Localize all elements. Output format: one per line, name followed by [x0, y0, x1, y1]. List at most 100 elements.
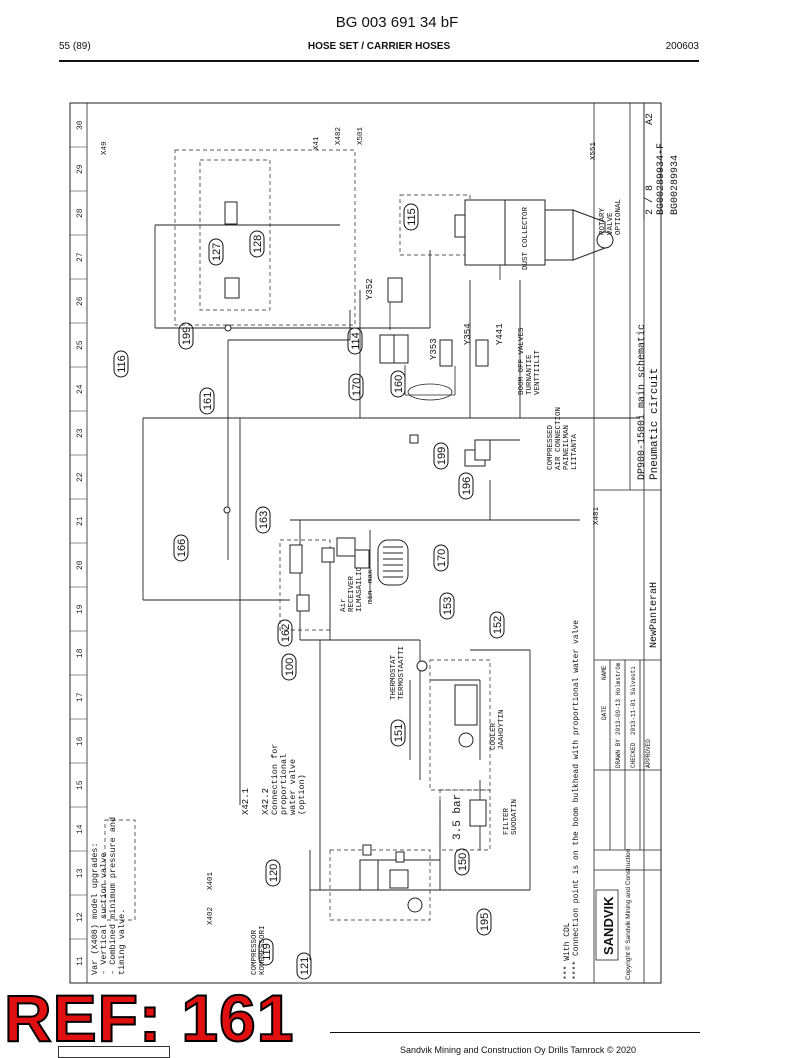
label-x481: X481	[593, 506, 601, 525]
callout-127: 127	[208, 238, 224, 266]
svg-text:199: 199	[436, 447, 448, 465]
var-list-2: - Vertical suction valve	[99, 853, 109, 975]
svg-text:153: 153	[442, 597, 454, 615]
label-compressed-air-2: AIR CONNECTION	[555, 407, 563, 470]
label-y353: Y353	[429, 338, 439, 360]
label-compressed-air-1: COMPRESSED	[547, 424, 555, 470]
label-compressor-2: KOMPRESSORI	[259, 925, 267, 975]
callout-116: 116	[113, 350, 129, 378]
svg-text:150: 150	[457, 853, 469, 871]
note-1: *** With CDL	[563, 922, 572, 980]
tb-row-checked: CHECKED	[630, 742, 637, 768]
label-compressed-air-4: LIITANTA	[571, 433, 579, 470]
callout-161: 161	[199, 387, 215, 415]
column-number: 17	[76, 692, 85, 702]
column-number: 23	[76, 428, 85, 438]
callout-153: 153	[439, 592, 455, 620]
label-x49: X49	[101, 141, 109, 155]
column-number: 15	[76, 780, 85, 790]
label-cooler-2: JAAHDYTIN	[498, 709, 506, 750]
svg-text:115: 115	[406, 208, 418, 226]
label-thermostat-1: THERMOSTAT	[390, 654, 398, 700]
valve-symbols	[223, 199, 614, 913]
svg-text:114: 114	[350, 332, 362, 350]
label-x41: X41	[313, 136, 321, 150]
label-air-receiver-1: Air	[340, 598, 348, 612]
hose-lines	[142, 224, 640, 960]
label-filter-1: FILTER	[503, 807, 511, 835]
callout-196: 196	[458, 472, 474, 500]
tb-row-approved: APPROVED	[645, 739, 652, 768]
tb-head-name: NAME	[601, 665, 608, 680]
callout-195: 195	[476, 908, 492, 936]
label-boom-valves-3: VENTTIILIT	[534, 349, 542, 395]
tb-head-date: DATE	[601, 705, 608, 720]
label-rotary-valve-1: ROTARY	[599, 207, 607, 235]
label-rotary-valve-3: OPTIONAL	[615, 198, 623, 235]
svg-text:127: 127	[211, 243, 223, 261]
svg-text:120: 120	[268, 864, 280, 882]
label-thermostat-2: TERMOSTAATTI	[398, 646, 406, 700]
column-number: 14	[76, 824, 85, 834]
svg-text:121: 121	[299, 957, 311, 975]
label-y352: Y352	[365, 278, 375, 300]
var-list-4: timing valve.	[117, 909, 127, 975]
drawing-number: BG00289934-F	[656, 143, 667, 215]
label-min: min	[367, 590, 375, 604]
label-connection-valve-2: proportional	[279, 754, 289, 815]
section-title: HOSE SET / CARRIER HOSES	[307, 41, 451, 52]
label-pressure: 3.5 bar	[452, 794, 464, 840]
label-connection-valve-4: (option)	[297, 774, 307, 815]
svg-text:160: 160	[393, 375, 405, 393]
label-x482: X482	[335, 127, 343, 145]
label-x42-2: X42.2	[261, 788, 271, 815]
copyright-text: Copyright © Sandvik Mining and Construct…	[624, 848, 632, 980]
svg-text:195: 195	[479, 913, 491, 931]
header-rule	[59, 60, 699, 62]
callout-166: 166	[173, 534, 189, 562]
column-number: 12	[76, 912, 85, 922]
callout-160: 160	[390, 370, 406, 398]
sheet-number: 2 / 8	[644, 185, 656, 215]
reference-label: REF: 161	[3, 981, 295, 1055]
label-boom-valves-1: BOOM OFF VALVES	[518, 327, 526, 395]
callout-150: 150	[454, 848, 470, 876]
label-filter-2: SUODATIN	[511, 799, 519, 835]
label-x401: X401	[207, 871, 215, 890]
label-max: max	[367, 569, 375, 583]
label-compressor-1: COMPRESSOR	[251, 929, 259, 975]
tb-row-drawn: DRAWN BY	[615, 739, 622, 768]
footer-text: Sandvik Mining and Construction Oy Drill…	[400, 1045, 637, 1055]
footer-logo-box	[58, 1046, 170, 1058]
title-block-text: Pneumatic circuit DP900-1500i main schem…	[601, 113, 681, 980]
boom-valve-connectors	[389, 265, 501, 401]
callout-114: 114	[347, 327, 363, 355]
column-number: 26	[76, 296, 85, 306]
column-number: 30	[76, 120, 85, 130]
label-cooler-1: COOLER	[490, 722, 498, 750]
tb-name-drawn: Holmström	[615, 662, 622, 695]
callout-100: 100	[281, 653, 297, 681]
callout-115: 115	[403, 203, 419, 231]
column-number: 18	[76, 648, 85, 658]
callout-152: 152	[489, 611, 505, 639]
label-x402: X402	[207, 907, 215, 925]
column-number: 28	[76, 208, 85, 218]
column-number: 19	[76, 604, 85, 614]
label-connection-valve-1: Connection for	[270, 744, 280, 815]
tb-name-checked: Salvesti	[630, 666, 637, 695]
callout-151: 151	[390, 719, 406, 747]
drawing-number-2: BG00289934	[670, 155, 681, 215]
svg-text:163: 163	[258, 511, 270, 529]
label-dust-collector: DUST COLLECTOR	[522, 206, 530, 270]
dashed-boundaries	[104, 149, 491, 921]
svg-text:170: 170	[351, 378, 363, 396]
title-block	[593, 102, 662, 984]
page-number: 55 (89)	[59, 41, 91, 52]
svg-text:199: 199	[181, 327, 193, 345]
callout-162: 162	[277, 619, 293, 647]
title-line-2: DP900-1500i main schematic	[636, 324, 648, 480]
column-number: 13	[76, 868, 85, 878]
